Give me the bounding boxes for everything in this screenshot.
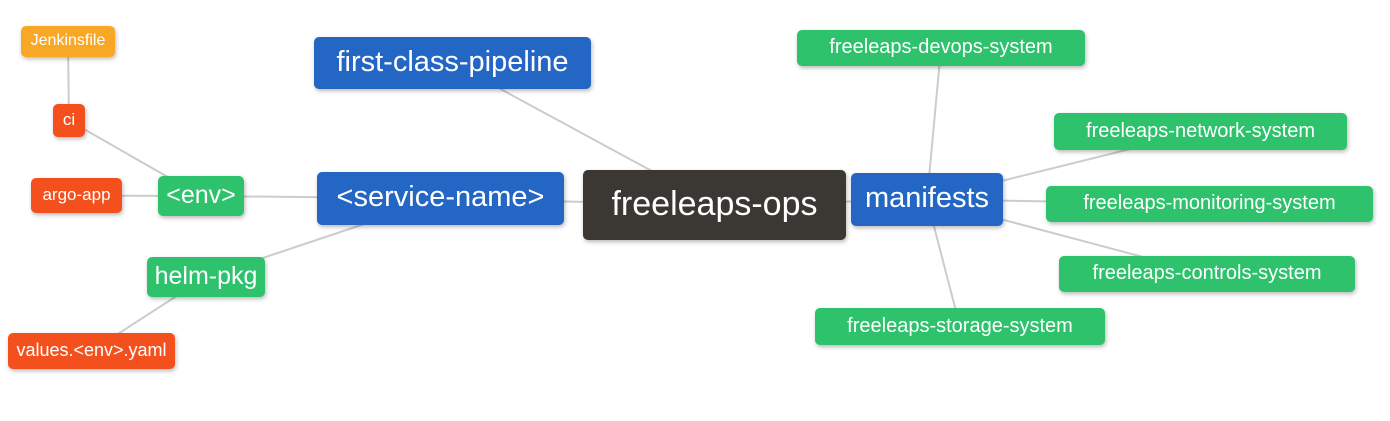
node-label: helm-pkg [154,261,258,290]
node-helm-pkg[interactable]: helm-pkg [147,257,265,297]
node-label: manifests [864,182,990,214]
node-label: freeleaps-ops [611,185,818,223]
node-freeleaps-ops[interactable]: freeleaps-ops [583,170,846,240]
node-label: values.<env>.yaml [16,340,167,360]
node-values-env-yaml[interactable]: values.<env>.yaml [8,333,175,369]
node-label: freeleaps-network-system [1086,119,1315,142]
node-monitoring-system[interactable]: freeleaps-monitoring-system [1046,186,1373,222]
node-label: <env> [166,180,236,209]
node-label: freeleaps-storage-system [847,314,1073,337]
node-first-class-pipeline[interactable]: first-class-pipeline [314,37,591,89]
node-argo-app[interactable]: argo-app [31,178,122,213]
node-label: first-class-pipeline [336,45,569,78]
node-label: freeleaps-monitoring-system [1083,192,1336,214]
node-network-system[interactable]: freeleaps-network-system [1054,113,1347,150]
node-manifests[interactable]: manifests [851,173,1003,226]
node-label: Jenkinsfile [30,31,106,49]
node-devops-system[interactable]: freeleaps-devops-system [797,30,1085,66]
node-env[interactable]: <env> [158,176,244,216]
node-service-name[interactable]: <service-name> [317,172,564,225]
node-label: argo-app [42,185,111,204]
node-jenkinsfile[interactable]: Jenkinsfile [21,26,115,57]
node-storage-system[interactable]: freeleaps-storage-system [815,308,1105,345]
node-controls-system[interactable]: freeleaps-controls-system [1059,256,1355,292]
node-label: <service-name> [336,181,545,213]
node-label: freeleaps-devops-system [829,36,1053,58]
node-label: ci [62,110,76,129]
node-ci[interactable]: ci [53,104,85,137]
node-label: freeleaps-controls-system [1092,262,1322,284]
